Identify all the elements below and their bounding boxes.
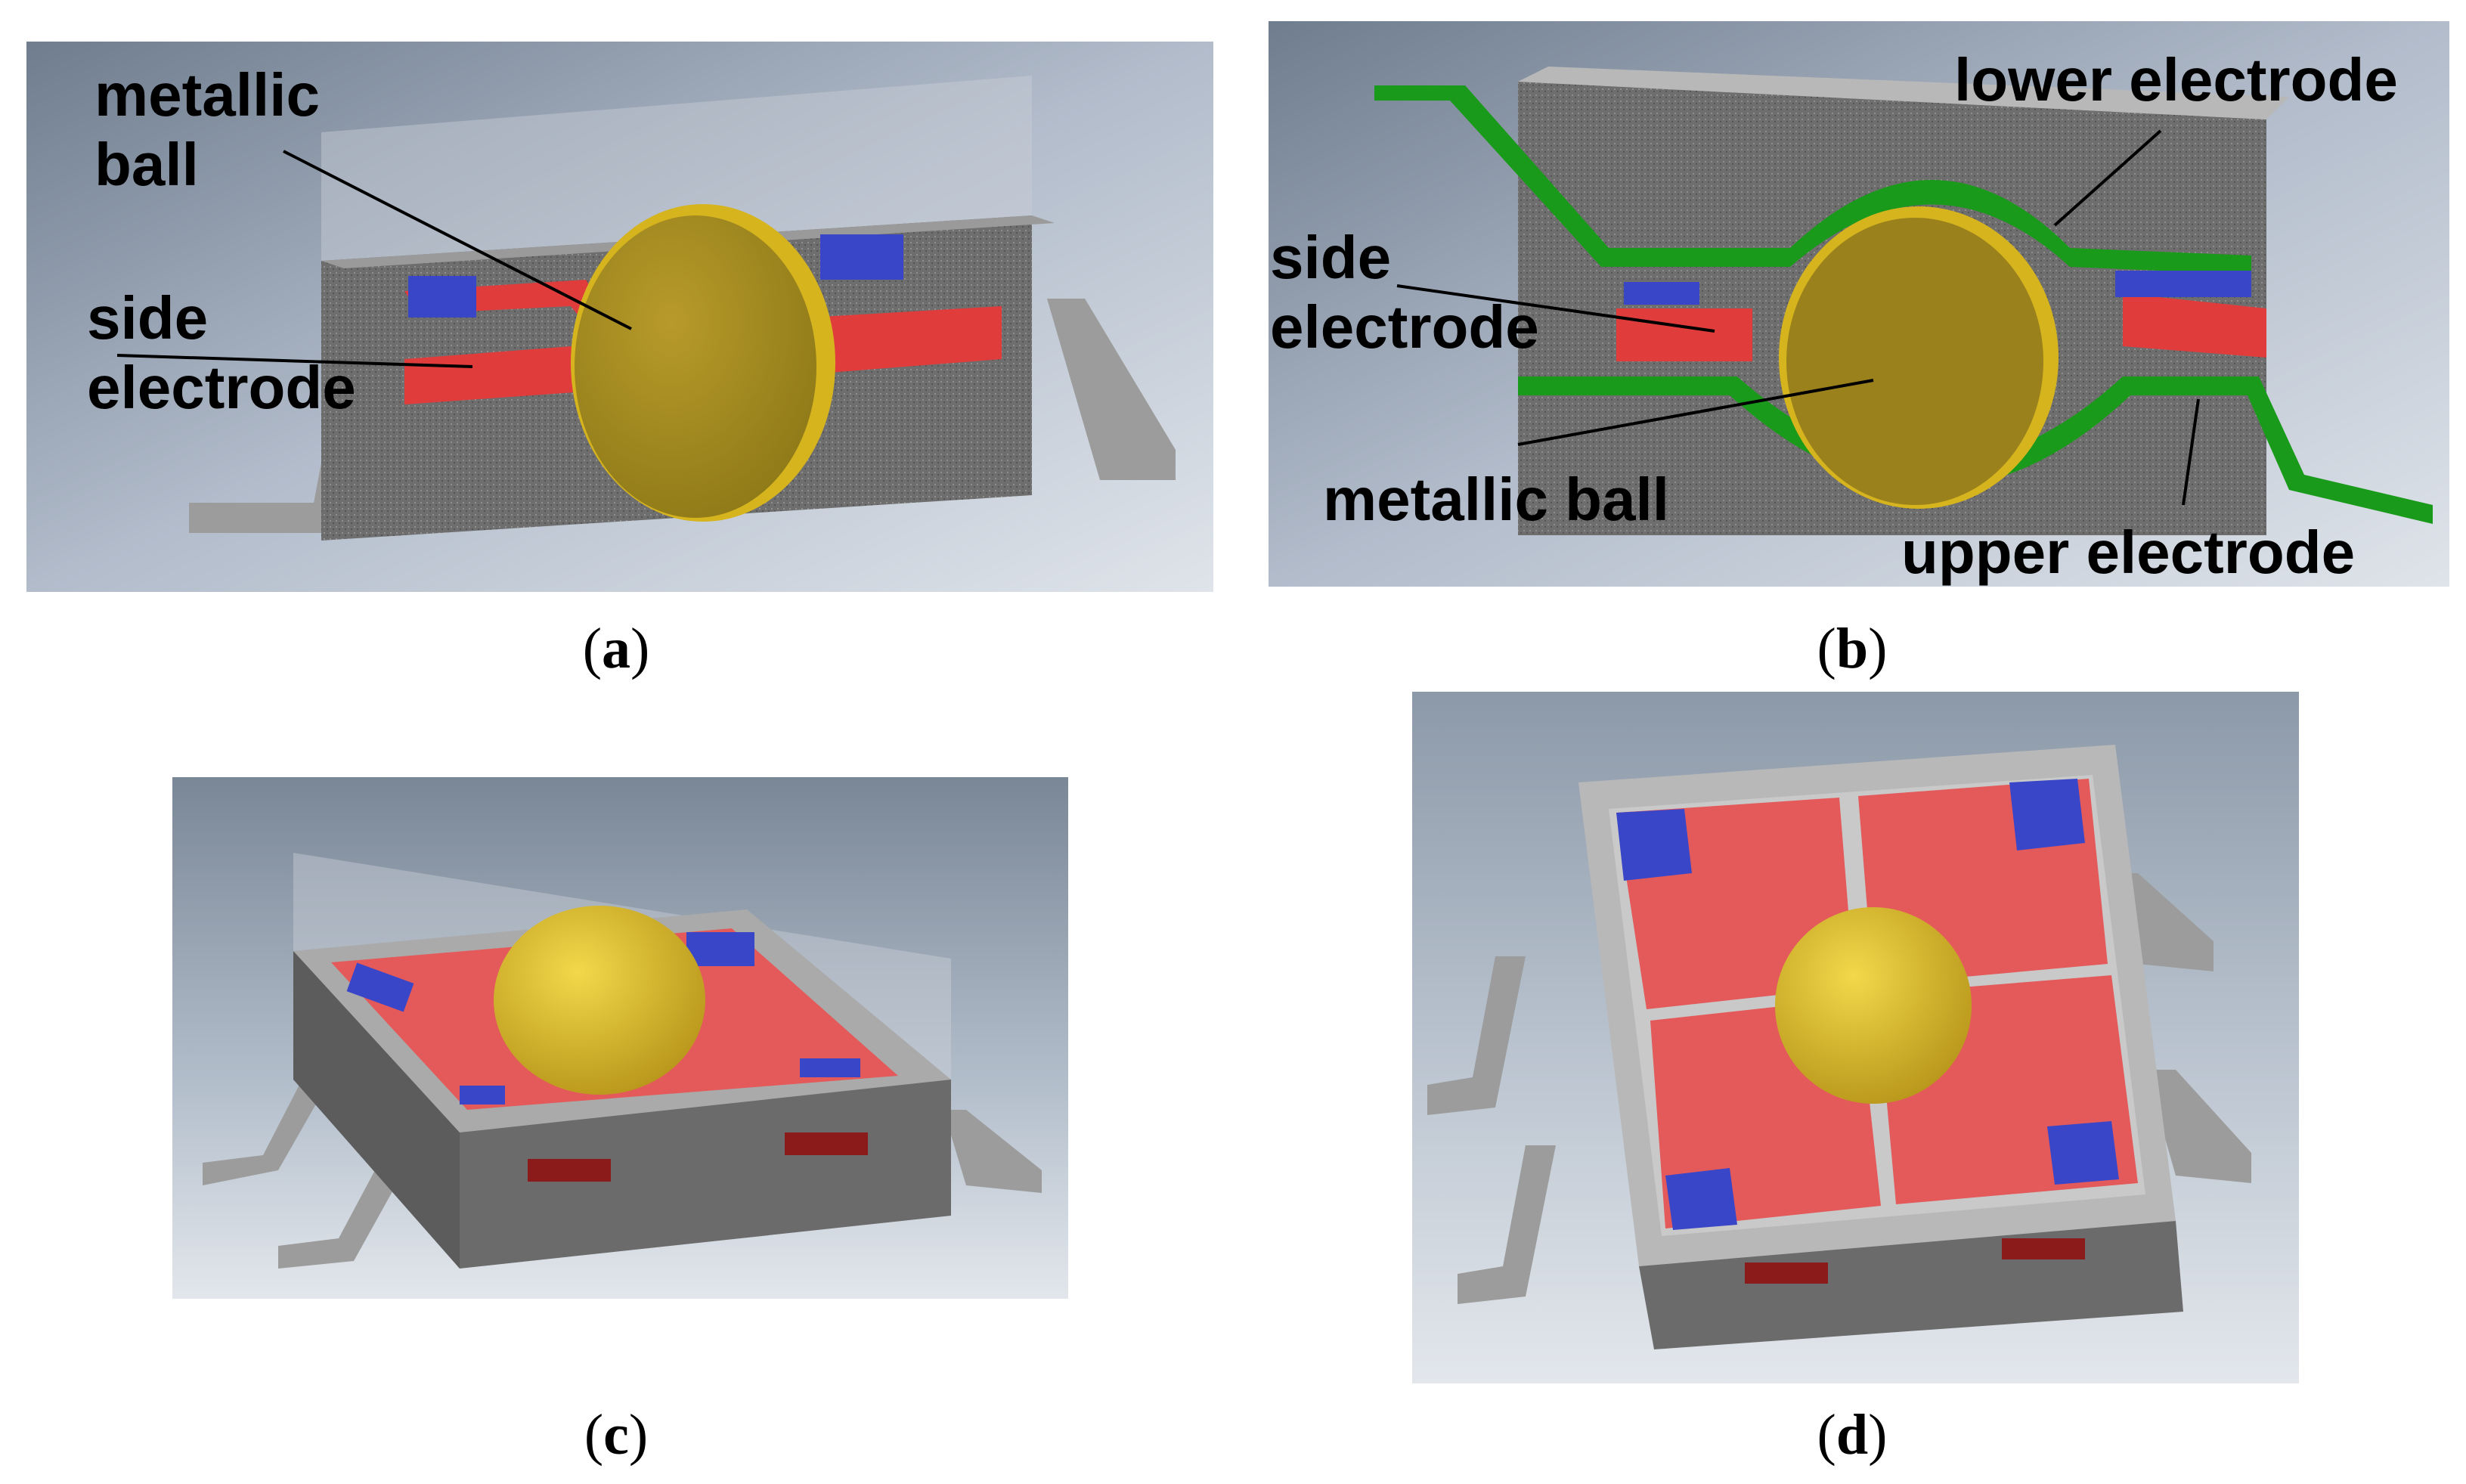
label-side-electrode-b: side electrode (1270, 224, 1539, 361)
housing-top (1518, 67, 2289, 119)
contact-blue-4 (2047, 1121, 2119, 1185)
lower-electrode-green (1374, 85, 2251, 274)
leg-right (1047, 299, 1176, 480)
label-metallic-ball-a: metallic ball (94, 61, 320, 198)
panel-d-render (1412, 692, 2299, 1383)
housing-left (293, 951, 460, 1269)
leader-line-lower-electrode (2053, 129, 2162, 227)
contact-blue-3 (1665, 1168, 1737, 1230)
side-window-1 (1745, 1262, 1828, 1284)
contact-blue-2 (686, 932, 754, 966)
upper-electrode-green (1518, 376, 2433, 524)
housing-front (460, 1080, 951, 1269)
leader-line-side-electrode (1396, 284, 1715, 333)
metallic-ball-face (575, 215, 816, 518)
caption-d: (d) (1817, 1403, 1888, 1467)
contact-blue-4 (800, 1058, 860, 1077)
leader-line-metallic-ball (283, 150, 632, 330)
contact-blue-right (2115, 271, 2251, 297)
side-electrode-left (1616, 308, 1752, 361)
label-upper-electrode-b: upper electrode (1901, 519, 2356, 586)
leg-left-2 (1458, 1145, 1556, 1304)
caption-b: (b) (1817, 617, 1888, 680)
metallic-ball (494, 906, 705, 1095)
label-metallic-ball-b: metallic ball (1323, 466, 1669, 533)
leader-line-side-electrode (116, 354, 473, 368)
panel-d-image (1412, 692, 2299, 1383)
contact-blue-left (1624, 282, 1699, 305)
label-side-electrode-a: side electrode (87, 284, 356, 421)
panel-b-render (1269, 21, 2449, 587)
side-window-2 (2002, 1238, 2085, 1259)
leader-line-upper-electrode (2182, 398, 2200, 506)
panel-a-image (26, 42, 1213, 592)
contact-blue-1 (346, 962, 414, 1012)
metallic-ball (1775, 907, 1972, 1104)
leg-left-1 (1427, 956, 1526, 1115)
side-window-1 (528, 1159, 611, 1182)
leg-right (943, 1110, 1042, 1193)
metallic-ball-face (1786, 218, 2043, 505)
caption-c: (c) (584, 1403, 649, 1467)
side-electrode-right (2123, 293, 2266, 358)
caption-a: (a) (582, 617, 650, 680)
contact-blue-3 (460, 1086, 505, 1104)
contact-blue-1 (1616, 809, 1692, 881)
leader-line-metallic-ball (1517, 379, 1874, 446)
contact-blue-right (820, 234, 903, 280)
side-window-2 (785, 1132, 868, 1155)
leg-right-2 (2145, 1070, 2251, 1183)
label-lower-electrode-b: lower electrode (1954, 46, 2398, 113)
panel-c-render (172, 777, 1068, 1299)
contact-blue-left (408, 276, 476, 318)
panel-a-render (26, 42, 1213, 592)
contact-blue-2 (2009, 779, 2085, 850)
panel-c-image (172, 777, 1068, 1299)
panel-b-image (1269, 21, 2449, 587)
